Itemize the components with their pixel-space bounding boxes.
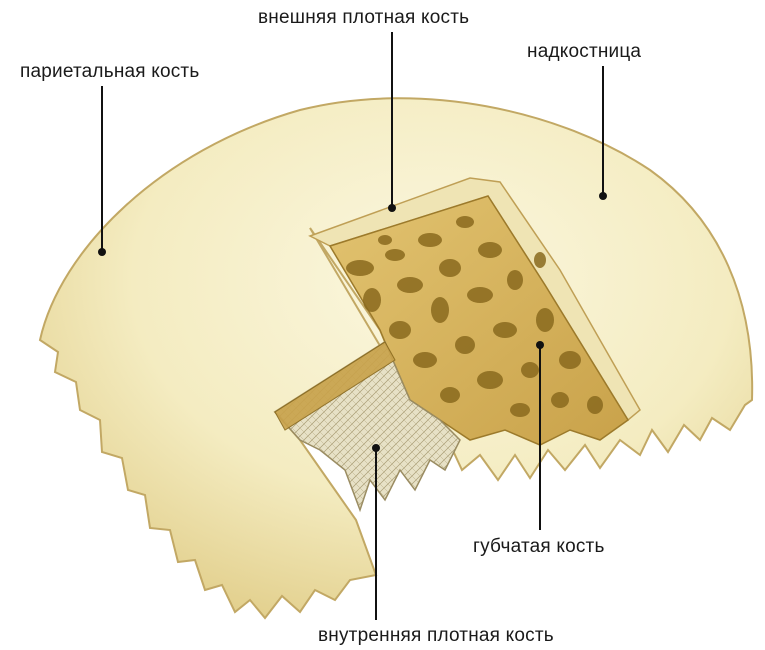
label-parietal-bone: париетальная кость: [20, 62, 199, 81]
label-outer-compact-bone: внешняя плотная кость: [258, 8, 469, 27]
label-periosteum: надкостница: [527, 42, 641, 61]
label-inner-compact-bone: внутренняя плотная кость: [318, 626, 554, 645]
label-spongy-bone: губчатая кость: [473, 537, 605, 556]
